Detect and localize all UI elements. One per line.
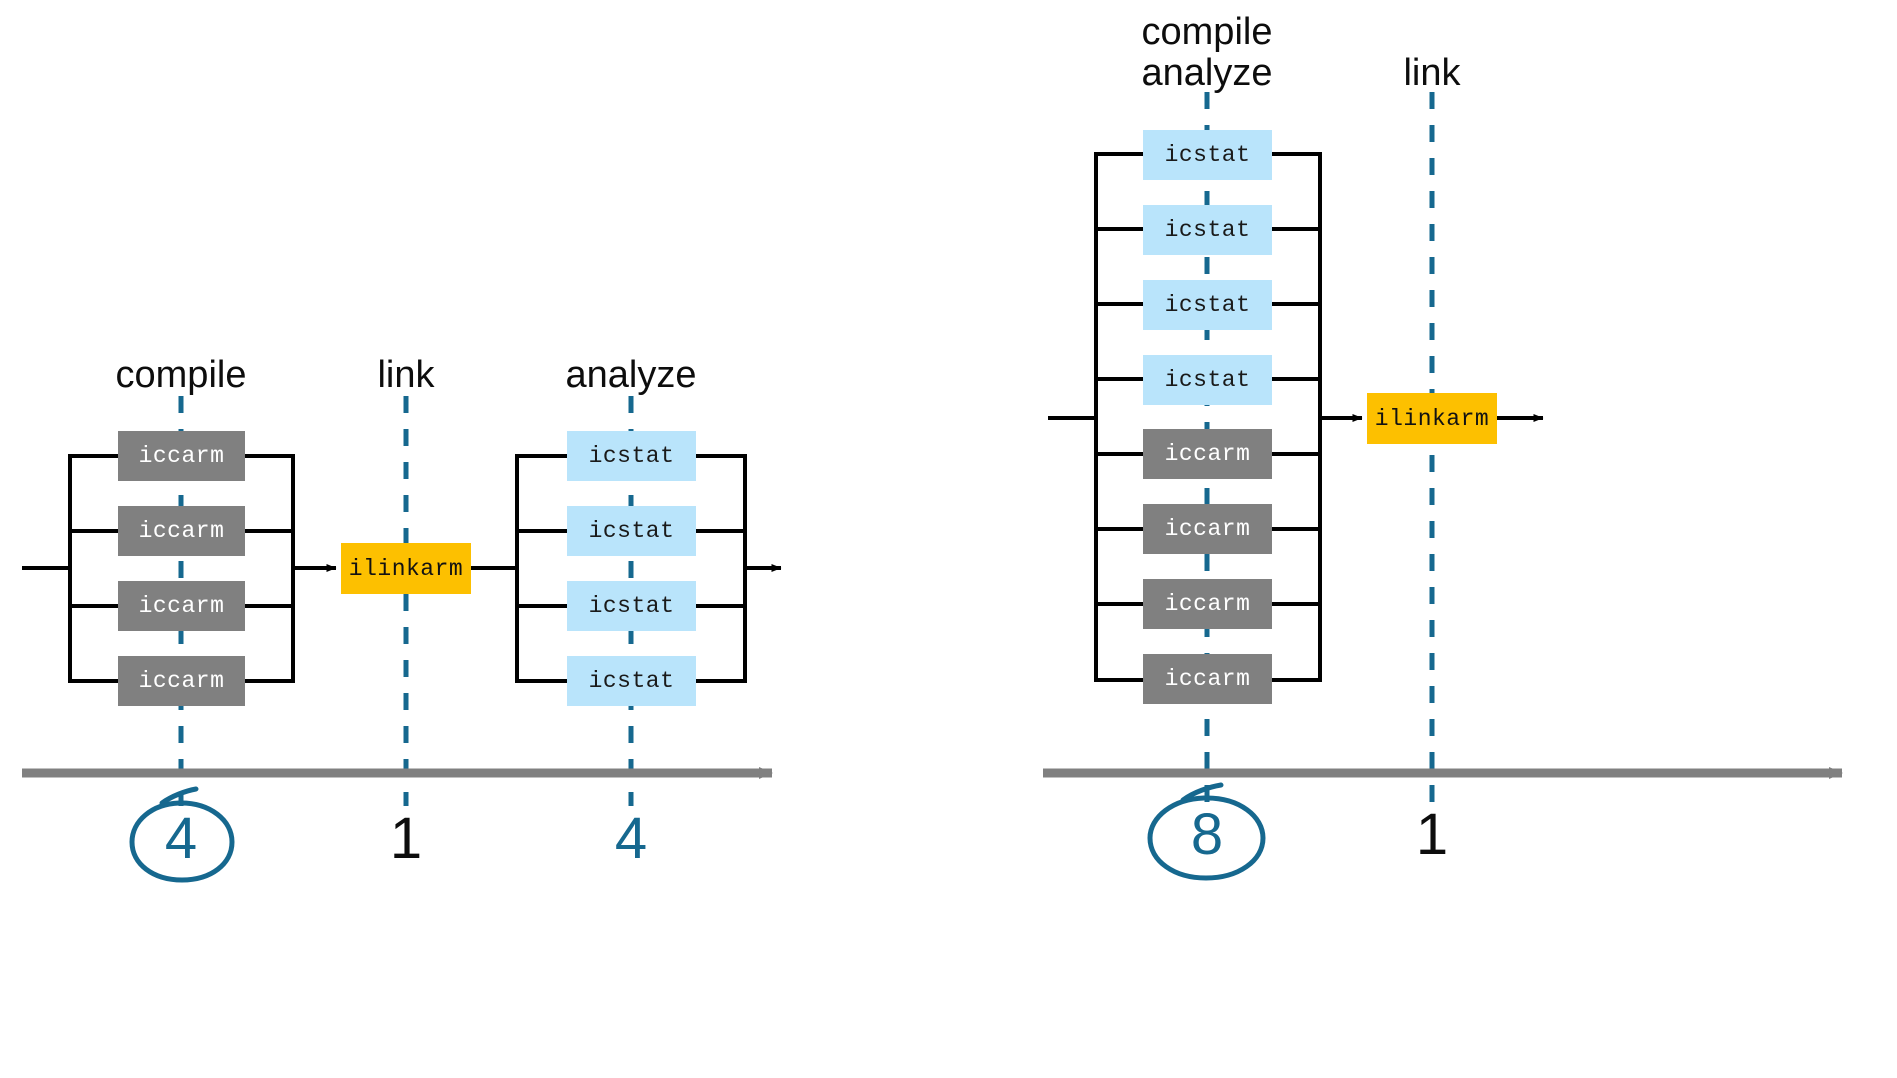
node-icstat[interactable]: icstat [567,506,696,556]
node-icstat[interactable]: icstat [1143,355,1272,405]
phase-label-link-right: link [1403,52,1461,94]
phase-label-compile-analyze-line2: analyze [1141,52,1273,94]
node-iccarm[interactable]: iccarm [118,506,245,556]
node-ilinkarm[interactable]: ilinkarm [341,543,471,594]
right-merged-count-circle [1147,782,1266,881]
node-icstat[interactable]: icstat [567,431,696,481]
count-link-right: 1 [1415,802,1449,867]
node-icstat[interactable]: icstat [567,581,696,631]
count-compile: 4 [164,806,198,871]
node-iccarm[interactable]: iccarm [118,656,245,706]
count-analyze: 4 [614,806,648,871]
node-icstat[interactable]: icstat [1143,280,1272,330]
phase-label-compile-analyze-line1: compile [1141,11,1273,53]
node-iccarm[interactable]: iccarm [1143,504,1272,554]
node-iccarm[interactable]: iccarm [118,581,245,631]
node-icstat[interactable]: icstat [1143,205,1272,255]
node-icstat[interactable]: icstat [1143,130,1272,180]
node-iccarm[interactable]: iccarm [118,431,245,481]
phase-label-compile: compile [115,354,247,396]
node-iccarm[interactable]: iccarm [1143,579,1272,629]
node-iccarm[interactable]: iccarm [1143,429,1272,479]
count-link-left: 1 [389,806,423,871]
left-compile-count-circle [129,786,235,883]
left-compile-bracket [22,454,295,683]
count-compile-analyze: 8 [1190,802,1224,867]
node-iccarm[interactable]: iccarm [1143,654,1272,704]
node-ilinkarm[interactable]: ilinkarm [1367,393,1497,444]
phase-label-link-left: link [377,354,435,396]
phase-label-analyze: analyze [565,354,697,396]
node-icstat[interactable]: icstat [567,656,696,706]
